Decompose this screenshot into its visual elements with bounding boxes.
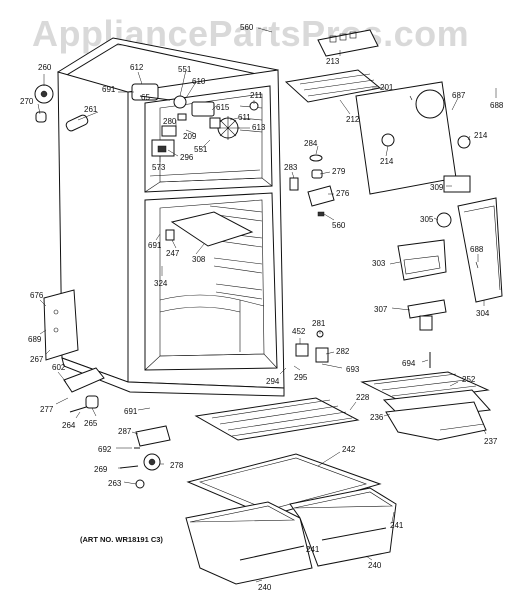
label-261: 261	[84, 105, 98, 114]
label-240-b: 240	[368, 561, 382, 570]
crisper-drawers	[185, 487, 397, 585]
label-269: 269	[94, 465, 108, 474]
leader-lines	[37, 27, 497, 583]
label-694: 694	[402, 359, 416, 368]
label-228: 228	[356, 393, 370, 402]
label-241-b: 241	[390, 521, 404, 530]
label-267: 267	[30, 355, 44, 364]
label-610: 610	[192, 77, 206, 86]
label-296: 296	[180, 153, 194, 162]
door-stop-parts	[295, 330, 329, 363]
label-688-b: 688	[470, 245, 484, 254]
door-shelf-parts	[397, 197, 503, 368]
bottom-hinge-parts	[43, 289, 105, 413]
label-560-top: 560	[240, 23, 254, 32]
label-213: 213	[326, 57, 340, 66]
label-294: 294	[266, 377, 280, 386]
label-209: 209	[183, 132, 197, 141]
label-214-b: 214	[474, 131, 488, 140]
label-214-a: 214	[380, 157, 394, 166]
label-242: 242	[342, 445, 356, 454]
control-housing-parts	[284, 29, 471, 195]
label-212: 212	[346, 115, 360, 124]
label-240-a: 240	[258, 583, 272, 592]
label-304: 304	[476, 309, 490, 318]
label-611: 611	[238, 113, 251, 122]
label-281: 281	[312, 319, 326, 328]
label-260: 260	[38, 63, 52, 72]
label-615: 615	[216, 103, 230, 112]
label-305: 305	[420, 215, 434, 224]
label-693: 693	[346, 365, 360, 374]
label-201: 201	[380, 83, 394, 92]
label-287: 287	[118, 427, 132, 436]
label-283: 283	[284, 163, 298, 172]
label-247: 247	[166, 249, 180, 258]
label-280: 280	[163, 117, 177, 126]
label-612: 612	[130, 63, 144, 72]
refrigerator-cabinet	[57, 37, 285, 397]
label-691-a: 691	[102, 85, 116, 94]
label-277: 277	[40, 405, 54, 414]
label-284: 284	[304, 139, 318, 148]
label-324: 324	[154, 279, 168, 288]
label-236: 236	[370, 413, 384, 422]
leveling-roller-parts	[119, 425, 171, 489]
label-65: 65	[141, 93, 150, 102]
label-691-c: 691	[124, 407, 138, 416]
label-689: 689	[28, 335, 42, 344]
label-692: 692	[98, 445, 112, 454]
label-688-a: 688	[490, 101, 504, 110]
label-613: 613	[252, 123, 266, 132]
label-265: 265	[84, 419, 98, 428]
label-279: 279	[332, 167, 346, 176]
label-303: 303	[372, 259, 386, 268]
label-560-b: 560	[332, 221, 346, 230]
label-551-b: 551	[194, 145, 208, 154]
part-labels: 560 261 260 270 612 551 691 65 610 615 2…	[20, 23, 504, 592]
label-276: 276	[336, 189, 350, 198]
shelf-228	[194, 397, 360, 441]
center-cover-308	[165, 211, 254, 247]
label-676: 676	[30, 291, 44, 300]
label-241-a: 241	[306, 545, 320, 554]
art-number: (ART NO. WR18191 C3)	[80, 535, 163, 544]
label-309: 309	[430, 183, 444, 192]
label-278: 278	[170, 461, 184, 470]
label-282: 282	[336, 347, 350, 356]
label-573: 573	[152, 163, 166, 172]
label-263: 263	[108, 479, 122, 488]
crisper-cover-242	[186, 453, 382, 517]
label-211: 211	[250, 91, 263, 100]
timer-knob-part	[34, 84, 89, 132]
label-602: 602	[52, 363, 66, 372]
hinge-small-parts	[289, 154, 335, 217]
label-307: 307	[374, 305, 388, 314]
label-687: 687	[452, 91, 466, 100]
meat-pan-assembly	[360, 371, 492, 441]
label-237: 237	[484, 437, 498, 446]
evaporator-fan-assembly	[131, 83, 259, 157]
label-551-a: 551	[178, 65, 192, 74]
label-452: 452	[292, 327, 306, 336]
label-295: 295	[294, 373, 308, 382]
label-252: 252	[462, 375, 476, 384]
label-264: 264	[62, 421, 76, 430]
label-270: 270	[20, 97, 34, 106]
label-691-b: 691	[148, 241, 162, 250]
label-308: 308	[192, 255, 206, 264]
